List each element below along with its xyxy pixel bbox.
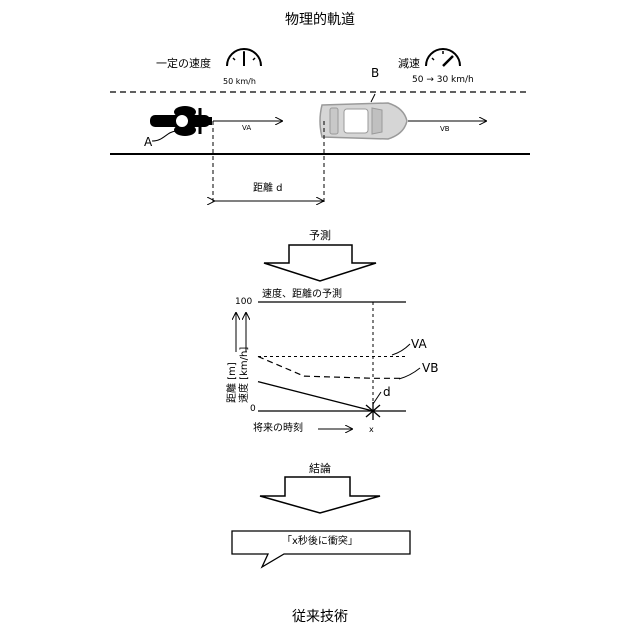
vehicle-B-label: B (371, 67, 379, 79)
predict-arrow-shape (264, 245, 376, 281)
speedometer-right-icon (426, 49, 460, 66)
VB-leader (399, 368, 420, 379)
d-leader (373, 392, 381, 404)
label-A-leader (152, 131, 176, 141)
series-layer (258, 357, 406, 412)
conclusion-arrow-shape (260, 477, 380, 513)
decelerate-value: 50 → 30 km/h (412, 76, 474, 85)
footer-label: 従来技術 (0, 610, 640, 624)
prediction-graph (236, 302, 420, 429)
graph-series-d-label: d (383, 386, 391, 398)
graph-series-VB-label: VB (422, 362, 438, 374)
velocity-A-label: VA (242, 125, 251, 132)
page-title: 物理的軌道 (0, 13, 640, 27)
graph-y-zero-label: 0 (250, 405, 256, 414)
graph-x-axis-label: 将来の時刻 (253, 424, 303, 434)
conclusion-arrow-label: 結論 (309, 463, 331, 474)
speedometer-left-icon (227, 49, 261, 66)
car-icon (320, 103, 407, 139)
graph-title: 速度、距離の予測 (262, 290, 342, 300)
velocity-B-label: VB (440, 126, 450, 133)
vehicle-A-label: A (144, 136, 152, 148)
VA-leader (392, 344, 410, 355)
graph-y-axis-label-speed: 速度 [km/h] (240, 347, 250, 403)
graph-series-VA-label: VA (411, 338, 427, 350)
graph-y-axis-label-distance: 距離 [m] (228, 362, 238, 403)
series-VB-line (258, 357, 400, 379)
label-B-leader (371, 94, 375, 102)
motorcycle-icon (150, 106, 212, 136)
decelerate-label: 減速 (398, 58, 420, 69)
result-text: 「x秒後に衝突」 (282, 537, 358, 547)
graph-x-marker: x (369, 426, 374, 434)
predict-arrow-label: 予測 (309, 230, 331, 241)
constant-speed-value: 50 km/h (223, 78, 256, 86)
graph-y-top-label: 100 (235, 298, 252, 307)
series-d-line (258, 382, 373, 411)
constant-speed-label: 一定の速度 (156, 58, 211, 69)
distance-label: 距離 d (253, 184, 283, 194)
